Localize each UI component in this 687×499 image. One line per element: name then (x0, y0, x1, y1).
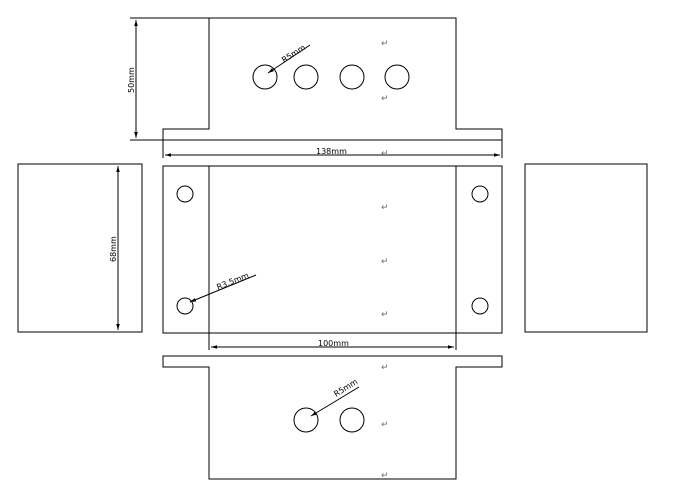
corner-hole-top-left (176, 185, 194, 203)
bottom-view: R5mm ↵ ↵ ↵ (162, 355, 503, 481)
top-hole-1 (252, 64, 278, 90)
left-side-rect (17, 163, 143, 333)
bottom-hole-leader (310, 386, 360, 417)
paragraph-mark: ↵ (381, 420, 389, 430)
bottom-hole-2 (339, 407, 365, 433)
paragraph-mark: ↵ (381, 471, 389, 481)
paragraph-mark: ↵ (381, 94, 389, 104)
side-height-label: 68mm (109, 236, 118, 262)
corner-hole-bottom-left (176, 297, 194, 315)
top-hole-3 (339, 64, 365, 90)
right-side-view (524, 163, 648, 333)
corner-hole-leader (189, 274, 257, 303)
top-view-outline (162, 17, 503, 141)
corner-hole-radius-label: R3.5mm (215, 271, 250, 292)
bottom-hole-1 (293, 407, 319, 433)
top-view: R5mm 50mm ↵ ↵ (127, 17, 503, 141)
top-hole-2 (293, 64, 319, 90)
bottom-view-outline (162, 355, 503, 480)
paragraph-mark: ↵ (381, 363, 389, 373)
inner-width-label: 100mm (318, 339, 349, 348)
paragraph-mark: ↵ (381, 149, 389, 159)
top-hole-4 (384, 64, 410, 90)
right-side-rect (524, 163, 648, 333)
left-side-view: 68mm (17, 163, 143, 333)
corner-hole-top-right (471, 185, 489, 203)
front-view-outline (162, 165, 503, 334)
top-height-label: 50mm (127, 67, 136, 93)
top-hole-leader (267, 44, 311, 74)
top-hole-radius-label: R5mm (280, 43, 307, 65)
overall-length-dimension: 138mm ↵ (162, 140, 503, 159)
paragraph-mark: ↵ (381, 203, 389, 213)
paragraph-mark: ↵ (381, 39, 389, 49)
paragraph-mark: ↵ (381, 310, 389, 320)
front-view: R3.5mm ↵ ↵ ↵ 100mm (162, 165, 503, 350)
paragraph-mark: ↵ (381, 257, 389, 267)
overall-length-label: 138mm (316, 147, 347, 156)
corner-hole-bottom-right (471, 297, 489, 315)
